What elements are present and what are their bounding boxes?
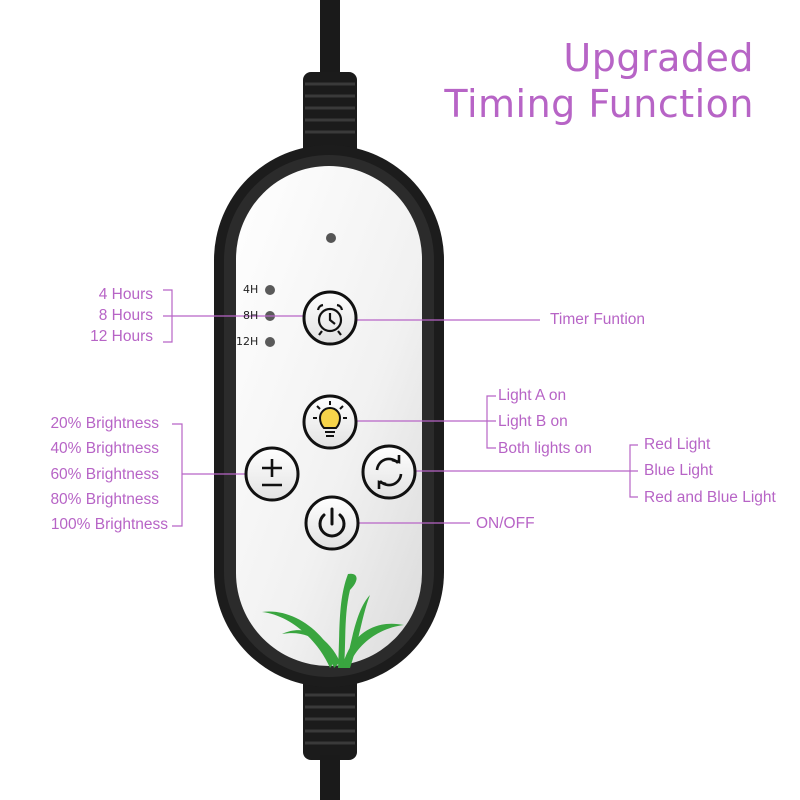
brightness-label-100: 100% Brightness — [50, 516, 168, 533]
color-mode-red-blue: Red and Blue Light — [644, 489, 776, 506]
light-bulb-icon — [313, 401, 347, 437]
headline-line-2: Timing Function — [444, 82, 754, 126]
cable-bottom — [303, 670, 357, 800]
hours-label-4: 4 Hours — [98, 286, 153, 303]
color-cycle-button[interactable] — [361, 444, 417, 500]
light-mode-both: Both lights on — [498, 440, 592, 457]
power-icon — [318, 507, 346, 538]
brightness-label-40: 40% Brightness — [50, 440, 159, 457]
indicator-label-8h: 8H — [243, 309, 259, 322]
light-button[interactable] — [302, 394, 358, 450]
indicator-label-12h: 12H — [236, 335, 259, 348]
brightness-label-60: 60% Brightness — [50, 466, 159, 483]
alarm-clock-icon — [316, 303, 344, 336]
plant-logo — [262, 573, 404, 668]
power-button[interactable] — [304, 495, 360, 551]
hours-label-12: 12 Hours — [90, 328, 153, 345]
color-mode-red: Red Light — [644, 436, 711, 453]
timer-button[interactable] — [302, 290, 358, 346]
brightness-button[interactable] — [244, 446, 300, 502]
hours-label-8: 8 Hours — [98, 307, 153, 324]
headline-line-1: Upgraded — [563, 36, 754, 80]
brightness-label-80: 80% Brightness — [50, 491, 159, 508]
timer-function-label: Timer Funtion — [550, 311, 646, 328]
leader-lines — [163, 289, 638, 527]
light-mode-a: Light A on — [498, 387, 567, 404]
indicator-dot-4h — [265, 285, 275, 295]
indicator-dot-12h — [265, 337, 275, 347]
indicator-label-4h: 4H — [243, 283, 259, 296]
cable-top — [303, 0, 357, 156]
color-mode-blue: Blue Light — [644, 462, 713, 479]
power-label: ON/OFF — [476, 515, 535, 532]
cycle-arrows-icon — [375, 455, 403, 489]
brightness-label-20: 20% Brightness — [50, 415, 159, 432]
light-mode-b: Light B on — [498, 413, 568, 430]
status-led — [326, 233, 336, 243]
plus-minus-icon — [262, 459, 282, 487]
